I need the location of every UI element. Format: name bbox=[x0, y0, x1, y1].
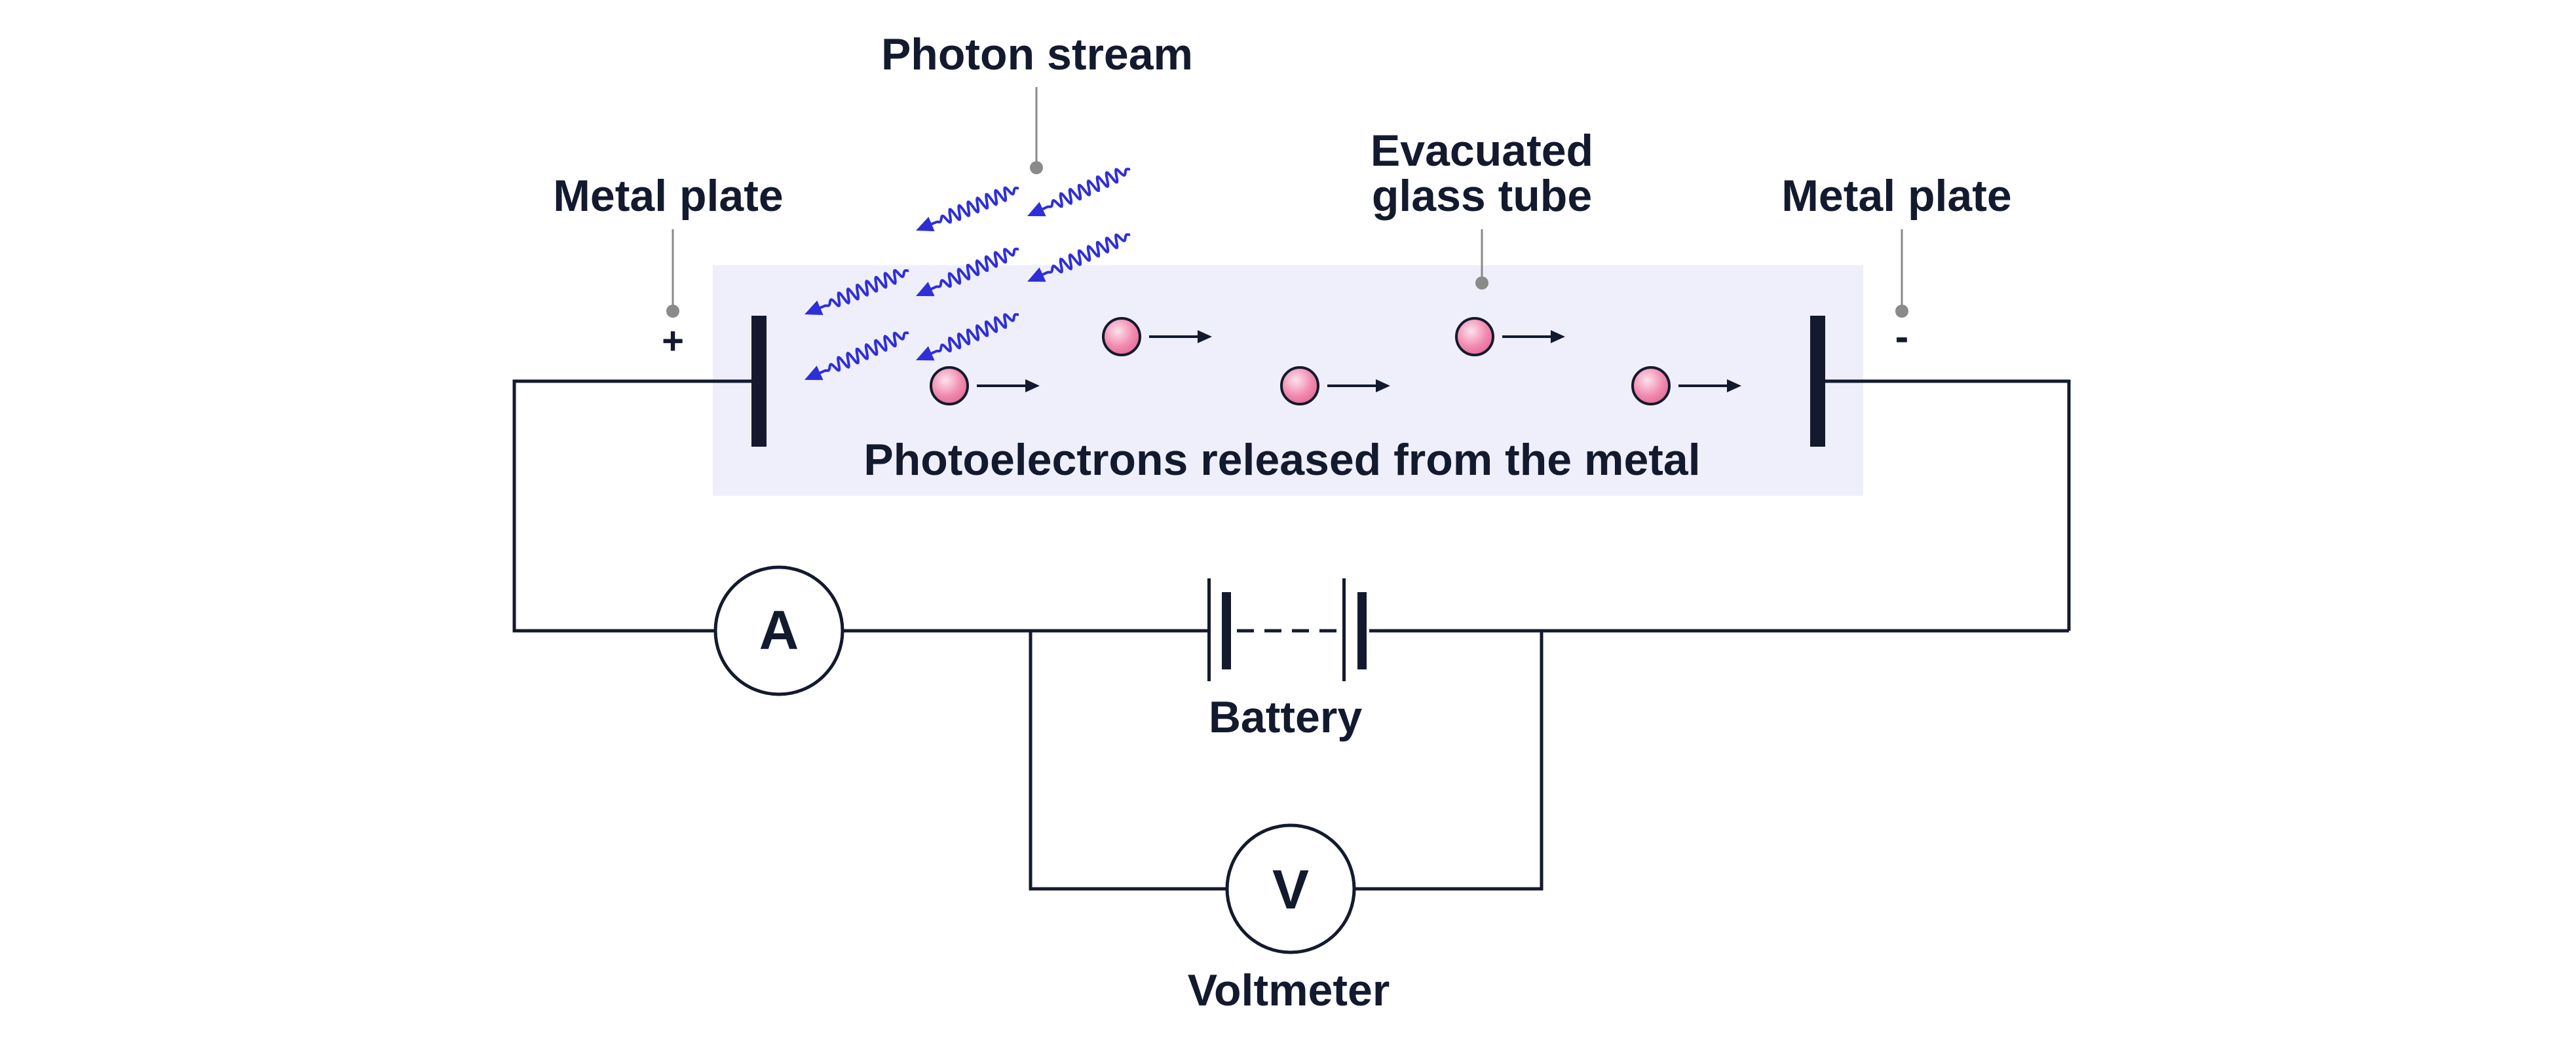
photoelectron bbox=[1631, 366, 1671, 405]
photon-arrowhead bbox=[805, 300, 824, 315]
photon-wave bbox=[812, 331, 909, 378]
photoelectron bbox=[1455, 317, 1494, 356]
photon-arrowhead bbox=[1027, 202, 1046, 217]
battery-cell-left-short bbox=[1222, 592, 1231, 669]
photoelectron bbox=[1280, 366, 1319, 405]
photon-wave bbox=[923, 248, 1019, 294]
ammeter-symbol: A bbox=[759, 599, 799, 661]
voltmeter: V bbox=[1225, 823, 1356, 954]
voltmeter-circle bbox=[1225, 823, 1356, 954]
photon-wave bbox=[1034, 233, 1131, 280]
voltmeter-symbol: V bbox=[1272, 859, 1309, 920]
photon-arrowhead bbox=[916, 217, 935, 232]
electron-arrowhead bbox=[1376, 379, 1390, 392]
photon-stream-label: Photon stream bbox=[881, 29, 1193, 79]
photon-arrowhead bbox=[1027, 267, 1046, 282]
battery-cell-right-short bbox=[1357, 592, 1367, 669]
photoelectron bbox=[1102, 317, 1141, 356]
battery bbox=[1207, 578, 1367, 681]
electron-arrowhead bbox=[1198, 330, 1212, 343]
callout-lines bbox=[666, 87, 1908, 318]
electron-arrowhead bbox=[1727, 379, 1741, 392]
ammeter: A bbox=[713, 565, 844, 696]
photon-wave bbox=[1034, 168, 1131, 214]
battery-label: Battery bbox=[1209, 692, 1362, 742]
photoelectrons-label: Photoelectrons released from the metal bbox=[863, 435, 1700, 485]
photon-arrowhead bbox=[805, 365, 824, 381]
photon-wave bbox=[812, 269, 909, 312]
battery-cell-right-long bbox=[1342, 578, 1346, 681]
evacuated-label-line1: Evacuated bbox=[1371, 126, 1593, 176]
voltmeter-label: Voltmeter bbox=[1188, 965, 1390, 1015]
plus-sign: + bbox=[662, 320, 684, 362]
electron-arrowhead bbox=[1551, 330, 1565, 343]
minus-sign: - bbox=[1895, 314, 1909, 360]
circuit-wires bbox=[512, 379, 2071, 891]
electron-group bbox=[930, 317, 1741, 405]
photon-wave bbox=[924, 186, 1019, 229]
photon-arrowhead bbox=[916, 282, 935, 297]
evacuated-label-line2: glass tube bbox=[1372, 171, 1592, 221]
photon-wave bbox=[923, 312, 1019, 358]
metal-plate-left bbox=[751, 316, 767, 447]
photon-stream-group bbox=[805, 168, 1131, 381]
metal-plate-right-label: Metal plate bbox=[1781, 171, 2011, 221]
photoelectron bbox=[930, 366, 969, 405]
metal-plate-left-label: Metal plate bbox=[553, 171, 783, 221]
metal-plate-right bbox=[1810, 316, 1825, 447]
ammeter-circle bbox=[713, 565, 844, 696]
battery-cell-left-long bbox=[1207, 578, 1211, 681]
electron-arrowhead bbox=[1025, 379, 1040, 392]
photon-arrowhead bbox=[916, 346, 935, 361]
